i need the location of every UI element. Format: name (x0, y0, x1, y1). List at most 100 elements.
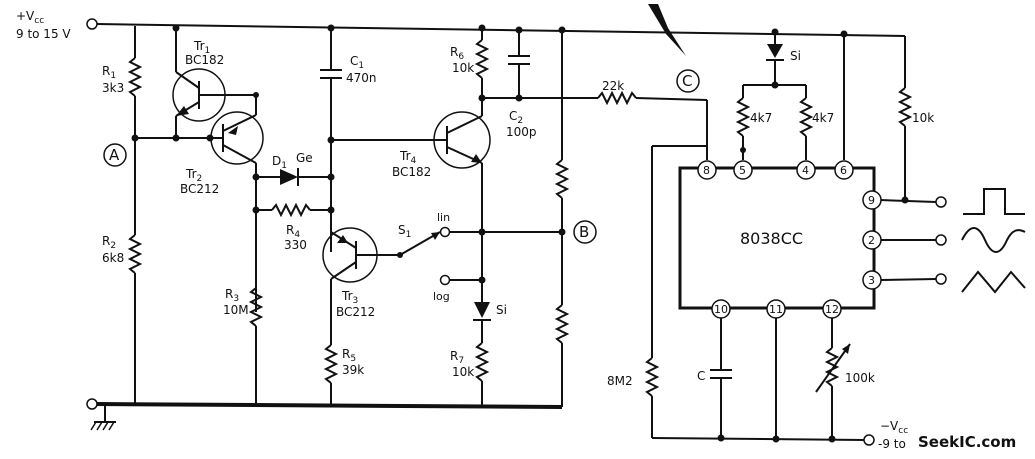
ic-pin-10: 10 (714, 303, 728, 316)
square-wave-icon (963, 188, 1025, 215)
point-b-marker (573, 220, 597, 244)
r1-label: R1 (102, 64, 116, 81)
ic-pin-5: 5 (739, 164, 746, 177)
triangle-output-terminal (935, 273, 947, 285)
point-b-label: B (579, 223, 589, 241)
point-a-marker (103, 143, 127, 167)
b-node-divider (554, 26, 570, 407)
si-diode-upper (743, 28, 806, 89)
resistor-4k7-a (735, 85, 751, 160)
ic-pin-6: 6 (840, 164, 847, 177)
tr4-label: Tr4 (399, 149, 417, 166)
s1-lin-contact (439, 226, 451, 238)
s1-log-label: log (433, 290, 450, 303)
vcc-neg-terminal (863, 434, 875, 446)
resistor-r3 (248, 287, 264, 405)
ic-name: 8038CC (740, 229, 803, 248)
ic-pins (697, 160, 882, 319)
s1-log-contact (439, 274, 451, 286)
r4k7a-value: 4k7 (750, 111, 772, 125)
transistor-tr4 (433, 111, 491, 169)
ground-terminal (86, 398, 98, 410)
c2-label: C2 (509, 109, 523, 126)
resistor-r4 (256, 202, 331, 218)
pot-value: 100k (845, 371, 875, 385)
r3-value: 10M (223, 303, 249, 317)
pin11-wire (772, 318, 780, 443)
positive-supply-rail (86, 18, 906, 37)
r1-value: 3k3 (102, 81, 124, 95)
potentiometer-100k (815, 318, 851, 443)
transistor-tr3 (322, 227, 400, 405)
output-wires (879, 196, 947, 285)
tr2-value: BC212 (180, 182, 219, 196)
vcc-neg-label: −Vcc (880, 419, 908, 436)
switch-s1 (397, 226, 562, 286)
tr4-value: BC182 (392, 165, 431, 179)
capacitor-c-timing (710, 318, 732, 442)
r3-label: R3 (225, 287, 239, 304)
tr3-value: BC212 (336, 305, 375, 319)
r4-label: R4 (286, 223, 300, 240)
d1-label: D1 (272, 154, 287, 171)
r5-value: 39k (342, 363, 364, 377)
ic-pin-12: 12 (825, 303, 839, 316)
r4k7b-value: 4k7 (812, 111, 834, 125)
vcc-pos-terminal (86, 18, 98, 30)
r6-value: 10k (452, 61, 474, 75)
r7-value: 10k (452, 365, 474, 379)
resistor-8m2 (644, 145, 707, 438)
resistor-r6 (474, 24, 490, 116)
capacitor-c1 (320, 24, 447, 252)
vcc-pos-range: 9 to 15 V (16, 27, 71, 41)
s1-label: S1 (398, 223, 411, 240)
s1-lin-label: lin (437, 211, 450, 224)
d1-value: Ge (296, 151, 313, 165)
resistor-22k (597, 90, 708, 160)
resistor-4k7-b (798, 85, 814, 160)
square-output-terminal (935, 196, 947, 208)
resistor-r7 (474, 342, 490, 406)
pin6-supply (840, 30, 848, 160)
r8m2-value: 8M2 (607, 374, 633, 388)
r6-label: R6 (450, 45, 464, 62)
r5-label: R5 (342, 347, 356, 364)
point-c-label: C (682, 72, 692, 90)
ic-pin-11: 11 (769, 303, 783, 316)
c1-label: C1 (350, 54, 364, 71)
c-timing-label: C (697, 369, 705, 383)
si-diode-lower (473, 163, 491, 343)
si-upper-label: Si (790, 49, 801, 63)
transistor-tr2 (206, 92, 264, 312)
c1-value: 470n (346, 71, 377, 85)
r22k-value: 22k (602, 79, 624, 93)
capacitor-c2 (482, 26, 598, 102)
vcc-neg-range: -9 to (878, 437, 906, 451)
diode-d1 (256, 168, 331, 186)
si-lower-label: Si (496, 303, 507, 317)
c2-value: 100p (506, 125, 537, 139)
ic-pin-2: 2 (868, 234, 875, 247)
lightning-arrow (648, 4, 686, 56)
ic-pin-9: 9 (868, 194, 875, 207)
vcc-pos-label: +Vcc (16, 9, 44, 26)
r2-label: R2 (102, 234, 116, 251)
tr3-label: Tr3 (341, 289, 358, 306)
resistor-10k-output (897, 36, 913, 204)
ic-pin-8: 8 (703, 164, 710, 177)
triangle-wave-icon (961, 270, 1026, 294)
ground-rail (86, 398, 563, 431)
point-a-label: A (109, 146, 120, 164)
r2-value: 6k8 (102, 251, 124, 265)
watermark: SeekIC.com (918, 433, 1016, 451)
negative-supply-rail (651, 434, 875, 446)
tr1-value: BC182 (185, 53, 224, 67)
r10k-out-value: 10k (912, 111, 934, 125)
sine-wave-icon (961, 227, 1026, 253)
transistor-tr1 (172, 24, 256, 142)
point-c-marker (676, 69, 700, 93)
r4-value: 330 (284, 238, 307, 252)
tr2-label: Tr2 (185, 167, 202, 184)
